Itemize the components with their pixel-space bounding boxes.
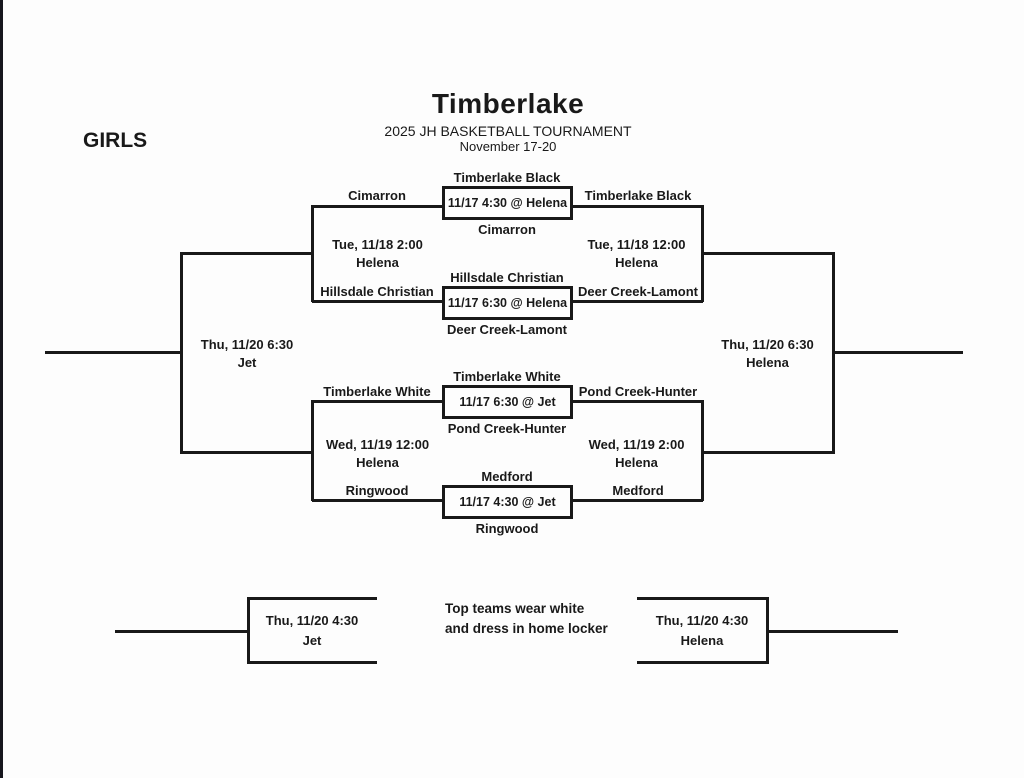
dress-code-note-line2: and dress in home locker: [445, 621, 608, 636]
semifinal-left-top-schedule: Tue, 11/18 2:00 Helena: [312, 236, 443, 272]
final-right-champion-line: [832, 351, 963, 354]
game4-left-seed-label: Ringwood: [345, 483, 409, 498]
division-label: GIRLS: [83, 129, 148, 152]
consolation-right-location: Helena: [680, 633, 724, 648]
consolation-left-box-top: [247, 597, 377, 600]
consolation-right-box-bottom: [637, 661, 768, 664]
dress-code-note: Top teams wear white and dress in home l…: [445, 599, 608, 639]
game2-box: 11/17 6:30 @ Helena: [442, 286, 573, 320]
final-left-champion-line: [45, 351, 182, 354]
final-right-datetime: Thu, 11/20 6:30: [721, 337, 814, 352]
semifinal-left-top-datetime: Tue, 11/18 2:00: [332, 237, 423, 252]
semifinal-right-top-location: Helena: [615, 255, 658, 270]
game2-top-team-label: Hillsdale Christian: [450, 270, 564, 285]
game2-bottom-team-label: Deer Creek-Lamont: [447, 322, 567, 337]
game4-top-team-label: Medford: [481, 469, 533, 484]
dress-code-note-line1: Top teams wear white: [445, 601, 585, 616]
game1-top-team-label: Timberlake Black: [453, 170, 561, 185]
semifinal-left-bottom-datetime: Wed, 11/19 12:00: [325, 437, 430, 452]
game4-bottom-team-label: Ringwood: [475, 521, 539, 536]
game3-left-line: [312, 400, 442, 403]
tournament-subtitle: 2025 JH BASKETBALL TOURNAMENT: [384, 123, 632, 139]
consolation-left-schedule: Thu, 11/20 4:30 Jet: [247, 611, 377, 651]
game3-top-team-label: Timberlake White: [453, 369, 561, 384]
final-left-datetime: Thu, 11/20 6:30: [200, 337, 294, 352]
consolation-left-location: Jet: [302, 633, 322, 648]
game4-right-line: [573, 499, 703, 502]
consolation-left-box-side: [247, 597, 250, 664]
semifinal-left-top-feeder-line: [180, 252, 313, 255]
semifinal-right-top-feeder-line: [703, 252, 834, 255]
game2-right-line: [573, 300, 703, 303]
game3-right-winner-label: Pond Creek-Hunter: [578, 384, 698, 399]
game3-bottom-team-label: Pond Creek-Hunter: [447, 421, 567, 436]
consolation-left-datetime: Thu, 11/20 4:30: [265, 613, 359, 628]
semifinal-left-bottom-location: Helena: [356, 455, 399, 470]
semifinal-right-top-datetime: Tue, 11/18 12:00: [587, 237, 686, 252]
game1-right-winner-label: Timberlake Black: [584, 188, 692, 203]
semifinal-right-bottom-schedule: Wed, 11/19 2:00 Helena: [571, 436, 702, 472]
tournament-dates: November 17-20: [459, 139, 557, 154]
right-bottom-bracket-vertical: [701, 400, 704, 501]
final-right-schedule: Thu, 11/20 6:30 Helena: [702, 336, 833, 372]
tournament-title: Timberlake: [431, 88, 585, 119]
game3-box: 11/17 6:30 @ Jet: [442, 385, 573, 419]
final-left-location: Jet: [237, 355, 257, 370]
consolation-right-schedule: Thu, 11/20 4:30 Helena: [637, 611, 767, 651]
consolation-left-feeder-line: [115, 630, 249, 633]
game1-left-line: [312, 205, 442, 208]
semifinal-left-bottom-feeder-line: [180, 451, 313, 454]
game1-bottom-team-label: Cimarron: [478, 222, 536, 237]
left-bottom-bracket-vertical: [311, 400, 314, 501]
semifinal-left-bottom-schedule: Wed, 11/19 12:00 Helena: [312, 436, 443, 472]
consolation-right-datetime: Thu, 11/20 4:30: [655, 613, 749, 628]
consolation-left-box-bottom: [247, 661, 377, 664]
final-left-schedule: Thu, 11/20 6:30 Jet: [181, 336, 313, 372]
consolation-right-feeder-line: [766, 630, 898, 633]
game4-box: 11/17 4:30 @ Jet: [442, 485, 573, 519]
scan-edge-artifact: [0, 0, 3, 778]
game3-left-seed-label: Timberlake White: [323, 384, 431, 399]
semifinal-right-bottom-datetime: Wed, 11/19 2:00: [588, 437, 685, 452]
consolation-right-box-top: [637, 597, 768, 600]
game1-right-line: [573, 205, 703, 208]
semifinal-left-top-location: Helena: [356, 255, 399, 270]
semifinal-right-bottom-feeder-line: [703, 451, 834, 454]
game1-box: 11/17 4:30 @ Helena: [442, 186, 573, 220]
game2-right-winner-label: Deer Creek-Lamont: [578, 284, 698, 299]
game4-right-winner-label: Medford: [612, 483, 664, 498]
semifinal-right-top-schedule: Tue, 11/18 12:00 Helena: [571, 236, 702, 272]
game4-left-line: [312, 499, 442, 502]
game1-left-seed-label: Cimarron: [348, 188, 406, 203]
semifinal-right-bottom-location: Helena: [615, 455, 658, 470]
game3-right-line: [573, 400, 703, 403]
final-right-location: Helena: [746, 355, 789, 370]
game2-left-seed-label: Hillsdale Christian: [320, 284, 434, 299]
game2-left-line: [312, 300, 442, 303]
right-top-bracket-vertical: [701, 205, 704, 302]
